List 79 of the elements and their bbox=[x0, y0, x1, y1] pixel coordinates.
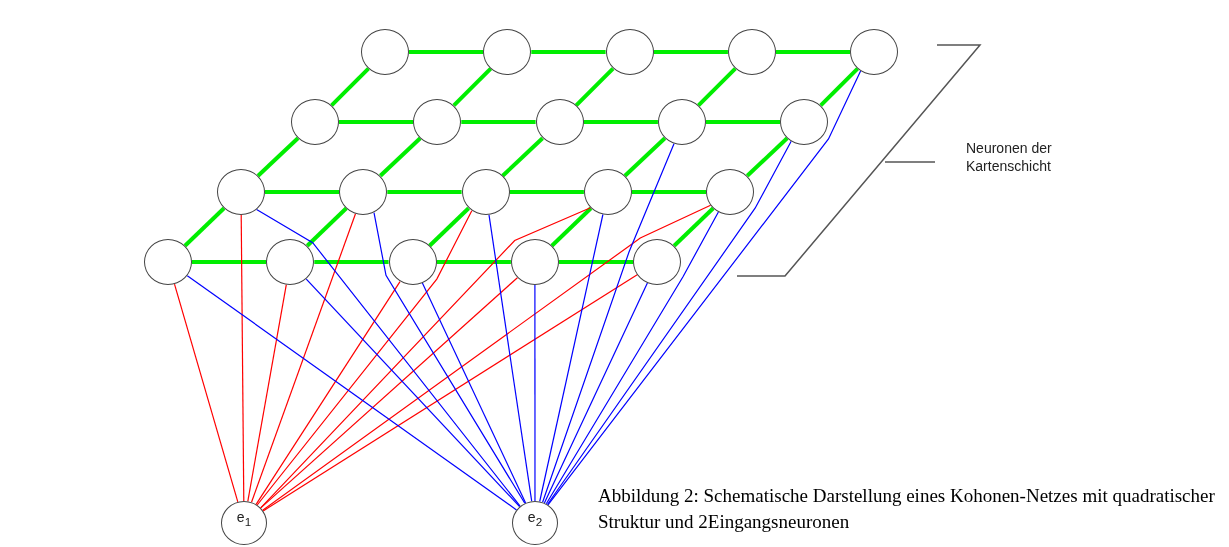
weight-connection-line bbox=[260, 207, 592, 509]
neuron-circle bbox=[633, 239, 682, 285]
neuron-circle bbox=[483, 29, 532, 75]
weight-connection-line bbox=[542, 143, 675, 503]
grid-connection-line bbox=[672, 206, 715, 248]
weight-connection-line bbox=[305, 278, 521, 508]
grid-connection-line bbox=[409, 50, 484, 54]
grid-connection-line bbox=[387, 190, 462, 194]
weight-connection-line bbox=[373, 212, 526, 504]
neuron-circle bbox=[727, 29, 776, 75]
weight-connection-line bbox=[545, 211, 719, 505]
weight-connection-line bbox=[256, 208, 521, 507]
neuron-label: e$_{1}$ bbox=[236, 510, 252, 528]
neuron-circle bbox=[583, 169, 632, 215]
neuron-circle bbox=[339, 169, 388, 215]
weight-connection-line bbox=[262, 204, 712, 511]
grid-connection-line bbox=[583, 120, 658, 124]
grid-connection-line bbox=[501, 136, 544, 178]
weight-connection-line bbox=[543, 282, 648, 504]
neuron-circle bbox=[266, 239, 315, 285]
neuron-circle bbox=[780, 99, 829, 145]
grid-connection-line bbox=[745, 136, 789, 178]
grid-connection-line bbox=[653, 50, 728, 54]
grid-connection-line bbox=[550, 206, 593, 248]
neuron-circle bbox=[657, 99, 706, 145]
neuron-circle bbox=[361, 29, 409, 75]
grid-connection-line bbox=[379, 136, 422, 178]
weight-connection-line bbox=[488, 214, 533, 502]
weight-connection-line bbox=[250, 213, 357, 503]
grid-connection-line bbox=[192, 260, 267, 264]
weight-connection-line bbox=[255, 281, 401, 505]
weight-connection-line bbox=[256, 210, 473, 506]
neuron-circle bbox=[461, 169, 510, 215]
weight-connection-line bbox=[173, 283, 239, 503]
grid-connection-line bbox=[631, 190, 707, 194]
neuron-circle bbox=[388, 239, 437, 285]
neuron-circle bbox=[413, 99, 462, 145]
grid-connection-line bbox=[509, 190, 584, 194]
grid-connection-line bbox=[183, 206, 226, 248]
grid-connection-line bbox=[256, 136, 300, 178]
weight-connection-line bbox=[247, 284, 287, 502]
weight-connection-line bbox=[421, 282, 527, 504]
input-neuron-circle bbox=[512, 501, 558, 545]
grid-connection-line bbox=[558, 260, 634, 264]
weight-connection-line bbox=[539, 213, 604, 503]
weight-connection-line bbox=[240, 214, 245, 502]
grid-connection-line bbox=[574, 67, 615, 107]
neuron-circle bbox=[144, 239, 192, 285]
grid-connection-line bbox=[775, 50, 851, 54]
grid-connection-line bbox=[623, 136, 667, 178]
layer-label: Neuronen der Kartenschicht bbox=[966, 139, 1053, 175]
neuron-circle bbox=[535, 99, 584, 145]
weight-connection-line bbox=[262, 274, 638, 512]
neuron-label: e$_{2}$ bbox=[527, 510, 543, 528]
figure-caption: Abbildung 2: Schematische Darstellung eines Kohonen-Netzes mit quadratischer Struktur und 2Eingangsneuronen bbox=[598, 484, 1216, 534]
grid-connection-line bbox=[330, 67, 370, 107]
neuron-circle bbox=[706, 169, 755, 215]
grid-connection-line bbox=[531, 50, 606, 54]
weight-connection-line bbox=[534, 284, 536, 502]
grid-connection-line bbox=[428, 206, 470, 248]
grid-connection-line bbox=[705, 120, 781, 124]
weight-connection-line bbox=[186, 275, 518, 511]
input-neuron-circle bbox=[221, 501, 267, 545]
grid-connection-line bbox=[305, 206, 348, 248]
grid-connection-line bbox=[452, 67, 493, 107]
grid-connection-line bbox=[265, 190, 340, 194]
grid-connection-line bbox=[697, 67, 737, 107]
neuron-circle bbox=[605, 29, 654, 75]
grid-connection-line bbox=[819, 67, 859, 107]
neuron-circle bbox=[510, 239, 559, 285]
weight-connection-line bbox=[547, 70, 862, 506]
grid-connection-line bbox=[436, 260, 511, 264]
grid-connection-line bbox=[461, 120, 536, 124]
weight-connection-line bbox=[546, 140, 792, 506]
neuron-circle bbox=[850, 29, 899, 75]
neuron-circle bbox=[217, 169, 265, 215]
neuron-circle bbox=[291, 99, 339, 145]
grid-connection-line bbox=[339, 120, 414, 124]
grid-connection-line bbox=[314, 260, 389, 264]
